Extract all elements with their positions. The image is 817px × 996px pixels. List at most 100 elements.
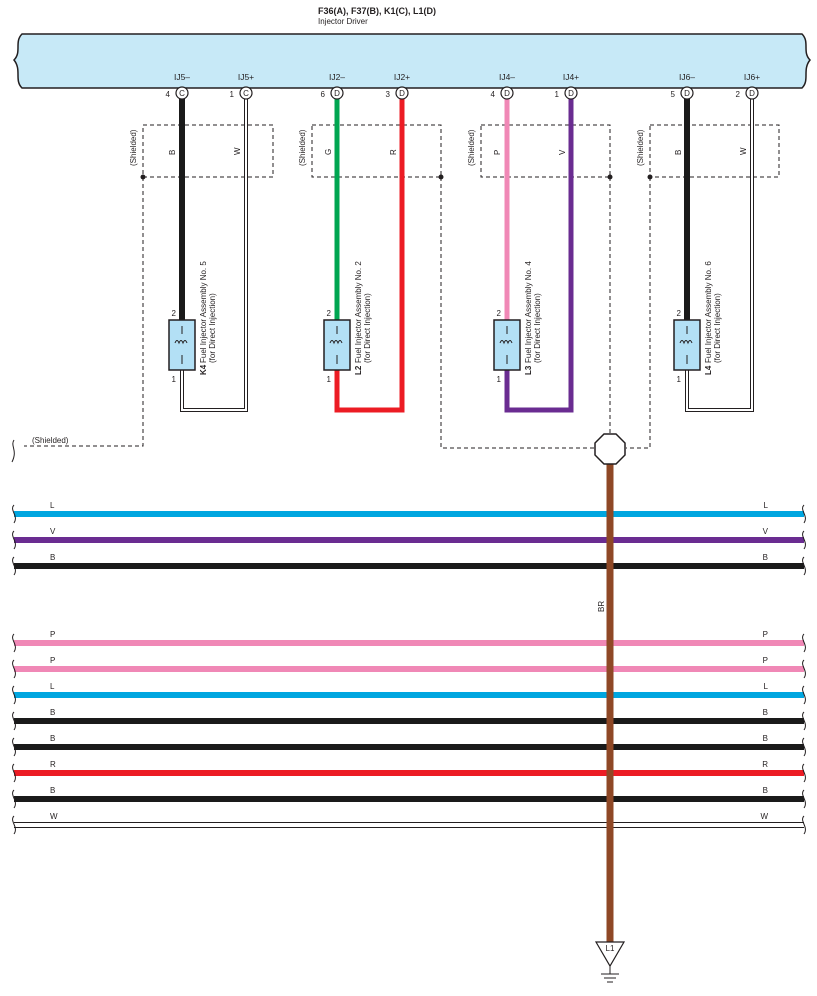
svg-text:R: R (389, 149, 398, 155)
svg-text:C: C (179, 89, 185, 98)
svg-text:L4: L4 (704, 365, 713, 375)
svg-text:V: V (558, 149, 567, 155)
harness-wire-label: L (764, 682, 769, 691)
diagram-title: F36(A), F37(B), K1(C), L1(D) (318, 6, 436, 16)
svg-text:1: 1 (555, 90, 560, 99)
injector-l4: 2 1 L4 Fuel Injector Assembly No. 6 (for… (673, 261, 722, 384)
svg-text:1: 1 (327, 375, 332, 384)
svg-text:D: D (334, 89, 340, 98)
injector-l3: 2 1 L3 Fuel Injector Assembly No. 4 (for… (493, 261, 542, 384)
pin-ij4-neg: 4 D (491, 86, 514, 100)
injector-k4: 2 1 K4 Fuel Injector Assembly No. 5 (for… (168, 261, 217, 384)
terminal-ij5-neg: IJ5– (174, 72, 190, 82)
svg-text:2: 2 (327, 309, 332, 318)
svg-text:L2: L2 (354, 365, 363, 375)
harness-wire-label: V (763, 527, 769, 536)
harness-wire-label: V (50, 527, 56, 536)
svg-text:D: D (568, 89, 574, 98)
harness-wire-label: W (760, 812, 768, 821)
harness-wire-label: R (50, 760, 56, 769)
harness-wire-label: P (763, 630, 768, 639)
component-name: Injector Driver (318, 17, 368, 26)
harness-wire-label: P (50, 656, 55, 665)
junction-connector (594, 433, 626, 465)
harness-wire-label: B (50, 734, 55, 743)
harness-wire-label: B (50, 708, 55, 717)
svg-text:(for Direct Injection): (for Direct Injection) (363, 293, 372, 363)
shield-label-left: (Shielded) (32, 436, 69, 445)
pair-wire-labels: B W G R P V B W (168, 147, 748, 155)
terminal-ij6-neg: IJ6– (679, 72, 695, 82)
shield-boxes: (Shielded) (11, 124, 780, 463)
coil-icon (679, 326, 693, 364)
svg-text:4: 4 (166, 90, 171, 99)
svg-text:L3: L3 (524, 365, 533, 375)
svg-text:Fuel Injector Assembly No. 5: Fuel Injector Assembly No. 5 (199, 261, 208, 363)
svg-text:C: C (243, 89, 249, 98)
shield-label-3: (Shielded) (467, 129, 476, 166)
svg-text:2: 2 (677, 309, 682, 318)
pin-ij5-pos: 1 C (230, 86, 253, 100)
pin-ij6-neg: 5 D (671, 86, 694, 100)
harness-wire-label: R (762, 760, 768, 769)
harness-wire-label: L (764, 501, 769, 510)
svg-text:K4: K4 (199, 364, 208, 375)
coil-icon (174, 326, 188, 364)
shield-labels: (Shielded) (Shielded) (Shielded) (Shield… (129, 129, 645, 166)
coil-icon (329, 326, 343, 364)
shield-label-1: (Shielded) (129, 129, 138, 166)
svg-text:B: B (674, 150, 683, 155)
svg-text:4: 4 (491, 90, 496, 99)
pin-ij6-pos: 2 D (736, 86, 759, 100)
harness-wire-label: P (50, 630, 55, 639)
svg-text:1: 1 (497, 375, 502, 384)
svg-text:6: 6 (321, 90, 326, 99)
svg-text:W: W (739, 147, 748, 155)
harness-wire-label: B (50, 553, 55, 562)
svg-text:D: D (749, 89, 755, 98)
harness-wire-label: B (763, 786, 768, 795)
harness-wire-label: L (50, 682, 55, 691)
pin-ij2-pos: 3 D (386, 86, 409, 100)
harness-wire-label: B (763, 553, 768, 562)
ground-label: L1 (606, 944, 615, 953)
svg-text:W: W (233, 147, 242, 155)
svg-text:3: 3 (386, 90, 391, 99)
ground-icon: L1 (594, 941, 626, 983)
terminal-ij4-neg: IJ4– (499, 72, 515, 82)
svg-text:2: 2 (736, 90, 741, 99)
svg-text:2: 2 (497, 309, 502, 318)
injector-wires (179, 93, 754, 413)
svg-text:Fuel Injector Assembly No. 4: Fuel Injector Assembly No. 4 (524, 261, 533, 363)
harness-wire-label: W (50, 812, 58, 821)
pin-ij2-neg: 6 D (321, 86, 344, 100)
pin-ij5-neg: 4 C (166, 86, 189, 100)
pin-ij4-pos: 1 D (555, 86, 578, 100)
coil-icon (499, 326, 513, 364)
shield-label-2: (Shielded) (298, 129, 307, 166)
harness-wire-label: B (763, 708, 768, 717)
svg-text:(for Direct Injection): (for Direct Injection) (208, 293, 217, 363)
injector-l2: 2 1 L2 Fuel Injector Assembly No. 2 (for… (323, 261, 372, 384)
svg-text:Fuel Injector Assembly No. 2: Fuel Injector Assembly No. 2 (354, 261, 363, 363)
svg-text:Fuel Injector Assembly No. 6: Fuel Injector Assembly No. 6 (704, 261, 713, 363)
svg-text:1: 1 (230, 90, 235, 99)
shield-label-4: (Shielded) (636, 129, 645, 166)
svg-text:2: 2 (172, 309, 177, 318)
svg-text:G: G (324, 149, 333, 155)
terminal-labels: IJ5– IJ5+ IJ2– IJ2+ IJ4– IJ4+ IJ6– IJ6+ (174, 72, 760, 82)
harness-wire-label: L (50, 501, 55, 510)
svg-text:D: D (684, 89, 690, 98)
svg-text:(for Direct Injection): (for Direct Injection) (713, 293, 722, 363)
ecu-pins: 4 C 1 C 6 D 3 D 4 D 1 D 5 (166, 86, 759, 100)
ground-wire-label: BR (597, 601, 606, 612)
